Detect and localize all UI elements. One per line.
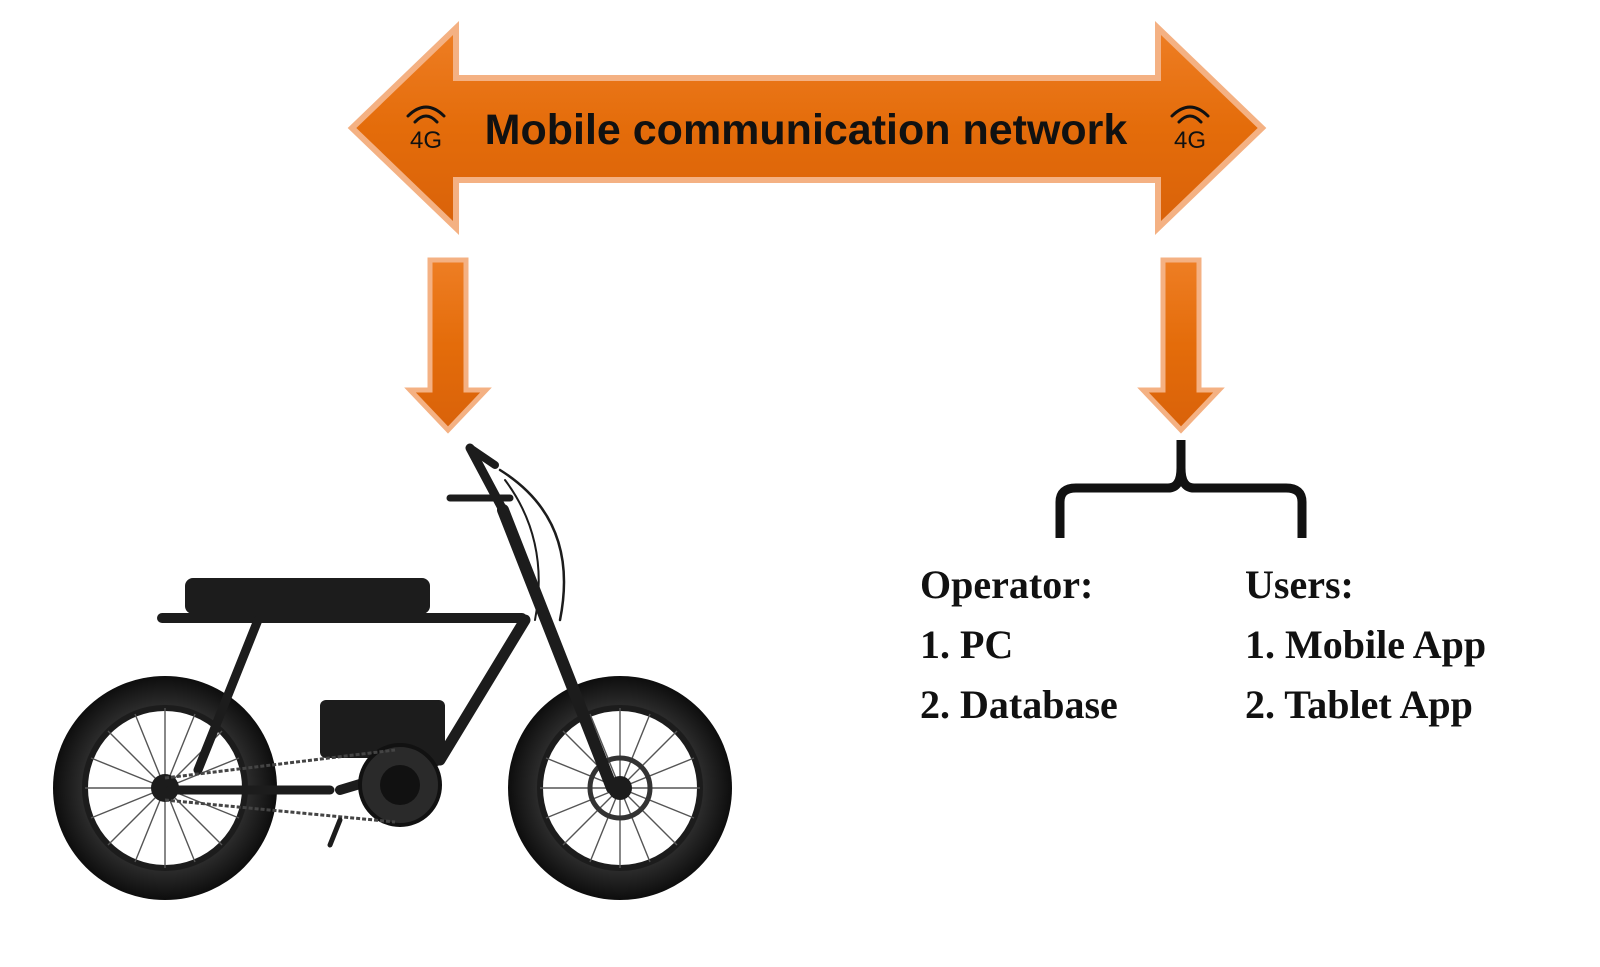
front-wheel (508, 676, 732, 900)
users-list: Users: 1. Mobile App 2. Tablet App (1245, 562, 1486, 727)
operator-item-1: 1. PC (920, 622, 1013, 667)
operator-heading: Operator: (920, 562, 1093, 607)
electric-bike-icon (53, 443, 732, 900)
battery (320, 700, 445, 758)
operator-list: Operator: 1. PC 2. Database (920, 562, 1118, 727)
operator-item-2: 2. Database (920, 682, 1118, 727)
curly-brace-icon (1055, 440, 1307, 538)
users-item-1: 1. Mobile App (1245, 622, 1486, 667)
down-arrow-bike (404, 257, 492, 434)
down-arrow-services (1137, 257, 1225, 434)
rear-wheel (53, 676, 277, 900)
users-heading: Users: (1245, 562, 1354, 607)
network-label: Mobile communication network (485, 106, 1128, 154)
4g-label-left: 4G (410, 127, 442, 154)
4g-signal-icon-left: 4G (406, 105, 446, 154)
seat (185, 578, 430, 614)
4g-signal-icon-right: 4G (1170, 105, 1210, 154)
users-item-2: 2. Tablet App (1245, 682, 1473, 727)
network-double-arrow: 4G Mobile communication network 4G (347, 20, 1267, 236)
network-arrow-shape (347, 20, 1267, 236)
4g-label-right: 4G (1174, 127, 1206, 154)
